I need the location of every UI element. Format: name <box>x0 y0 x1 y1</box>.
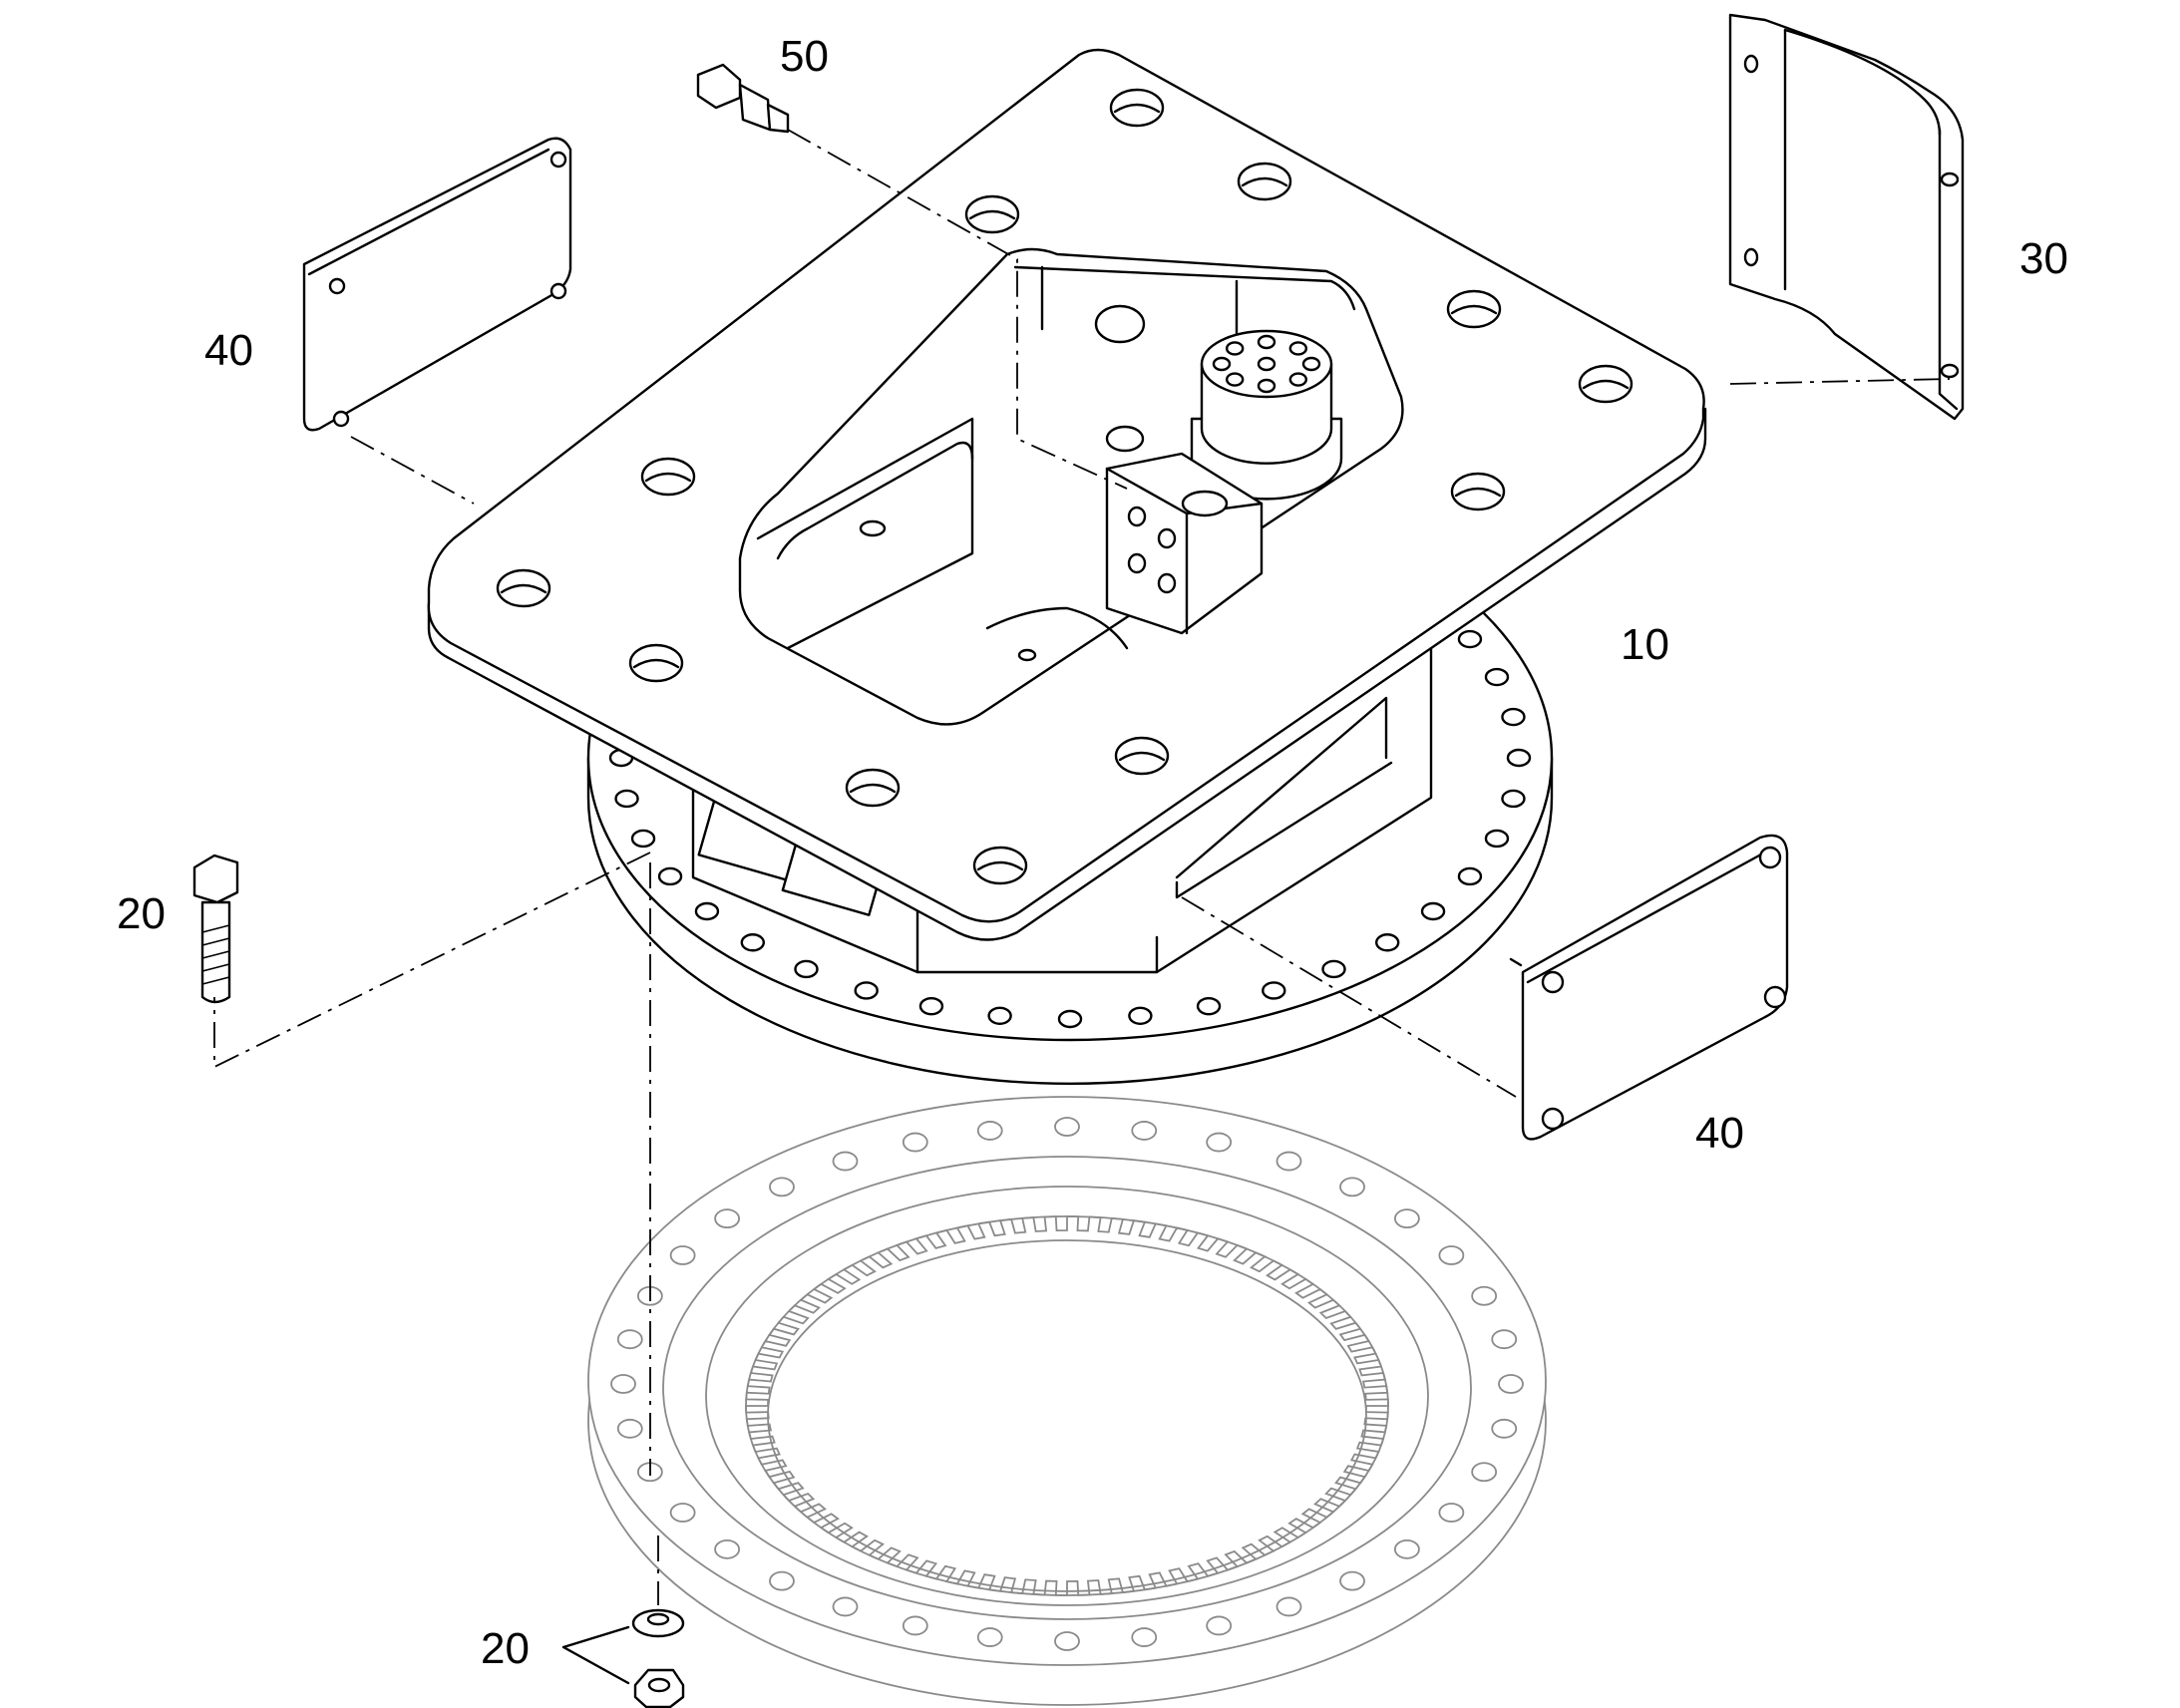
callout-housing: 10 <box>1621 620 1669 669</box>
bracket <box>1728 13 1965 421</box>
cover-plate-lower-right <box>1509 834 1789 1141</box>
valve-block <box>1105 452 1264 635</box>
callout-washer-nut: 20 <box>481 1624 530 1673</box>
callout-bolt: 20 <box>117 889 166 938</box>
hex-bolt <box>192 854 239 1004</box>
assembly-lines <box>213 129 1951 1685</box>
rotary-union <box>1190 329 1343 501</box>
slewing-ring-gear <box>587 1096 1547 1706</box>
callout-cover-bottom-right: 40 <box>1695 1109 1744 1158</box>
callout-fitting: 50 <box>780 32 829 81</box>
callout-cover-top-left: 40 <box>204 326 253 375</box>
cover-plate-upper-left <box>302 137 572 432</box>
washer-and-nut <box>631 1608 685 1708</box>
callout-bracket: 30 <box>2019 234 2068 283</box>
hydraulic-fitting <box>696 63 790 134</box>
